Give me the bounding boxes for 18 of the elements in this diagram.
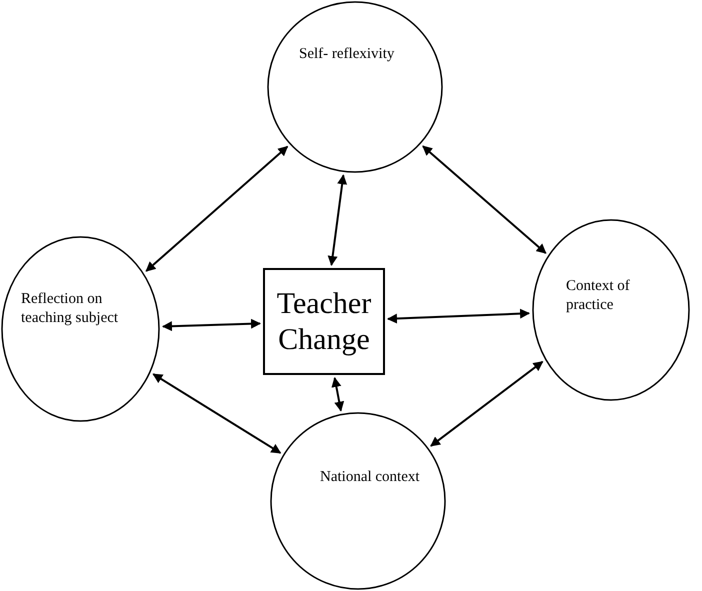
double-arrow [152, 373, 282, 454]
double-arrow [387, 308, 530, 324]
double-arrow [422, 145, 546, 254]
double-arrow [328, 174, 348, 266]
node-label: National context [320, 468, 421, 487]
node-label: Self- reflexivity [299, 45, 396, 64]
double-arrow [430, 360, 544, 447]
node-label: Reflection on teaching subject [21, 290, 120, 328]
double-arrow [146, 146, 288, 272]
topic-circle [270, 412, 446, 590]
node-label: Context of practice [566, 277, 631, 315]
topic-circle [532, 219, 690, 401]
double-arrow [162, 318, 261, 332]
node-label: Teacher Change [276, 286, 372, 358]
topic-circle [1, 236, 160, 422]
center-box [263, 268, 385, 375]
topic-circle [267, 1, 443, 173]
double-arrow [331, 376, 344, 412]
